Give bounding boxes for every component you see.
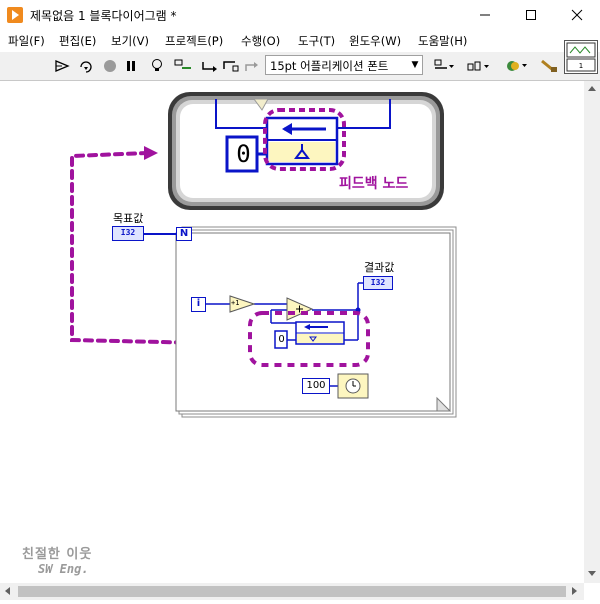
retain-wire-values-icon[interactable] xyxy=(173,57,193,75)
menu-help[interactable]: 도움말(H) xyxy=(418,34,468,48)
run-continuous-icon[interactable] xyxy=(76,57,96,75)
result-value-label: 결과값 xyxy=(364,261,395,274)
step-into-icon[interactable] xyxy=(200,57,220,75)
menu-view[interactable]: 보기(V) xyxy=(111,34,149,48)
wait-clock-icon[interactable] xyxy=(338,374,368,398)
run-arrow-icon[interactable] xyxy=(52,57,72,75)
increment-label: +1 xyxy=(231,299,240,307)
align-icon[interactable] xyxy=(432,57,456,75)
menu-edit[interactable]: 편집(E) xyxy=(59,34,97,48)
menu-tools[interactable]: 도구(T) xyxy=(298,34,336,48)
cleanup-icon[interactable] xyxy=(538,57,560,75)
font-select[interactable]: 15pt 어플리케이션 폰트 xyxy=(265,55,423,75)
scrollbar-thumb[interactable] xyxy=(18,586,566,597)
menu-operate[interactable]: 수행(O) xyxy=(241,34,281,48)
feedback-node-label: 피드백 노드 xyxy=(339,176,409,192)
close-button[interactable] xyxy=(554,0,600,30)
watermark-line1: 친절한 이웃 xyxy=(22,547,93,562)
target-value-control[interactable]: I32 xyxy=(112,226,144,241)
maximize-button[interactable] xyxy=(508,0,554,30)
loop-count-terminal[interactable]: N xyxy=(176,227,192,241)
vertical-scrollbar[interactable] xyxy=(584,81,600,583)
result-value-indicator[interactable]: I32 xyxy=(363,276,393,290)
chevron-down-icon[interactable]: ▼ xyxy=(411,60,419,70)
abort-icon[interactable] xyxy=(100,57,120,75)
callout-constant-value: 0 xyxy=(236,140,251,168)
iteration-terminal[interactable]: i xyxy=(191,297,206,312)
menu-bar xyxy=(0,30,600,52)
distribute-icon[interactable] xyxy=(466,57,492,75)
labview-app-icon xyxy=(7,7,23,23)
feedback-init-constant[interactable]: 0 xyxy=(278,334,285,345)
menu-project[interactable]: 프로젝트(P) xyxy=(165,34,224,48)
reorder-icon[interactable] xyxy=(504,57,530,75)
window-title: 제목없음 1 블록다이어그램 * xyxy=(30,9,177,23)
title-bar xyxy=(0,0,600,30)
callout-box xyxy=(168,92,444,210)
step-out-icon[interactable] xyxy=(242,57,262,75)
watermark-line2: SW Eng. xyxy=(38,562,89,576)
step-over-icon[interactable] xyxy=(221,57,241,75)
highlight-bulb-icon[interactable] xyxy=(147,57,167,75)
menu-file[interactable]: 파일(F) xyxy=(8,34,45,48)
vi-connector-icon[interactable]: 1 xyxy=(564,40,598,74)
pause-icon[interactable] xyxy=(121,57,141,75)
menu-window[interactable]: 윈도우(W) xyxy=(349,34,402,48)
target-value-label: 목표값 xyxy=(113,212,144,225)
minimize-button[interactable] xyxy=(462,0,508,30)
wait-ms-constant[interactable]: 100 xyxy=(302,378,330,394)
svg-text:1: 1 xyxy=(579,62,583,70)
